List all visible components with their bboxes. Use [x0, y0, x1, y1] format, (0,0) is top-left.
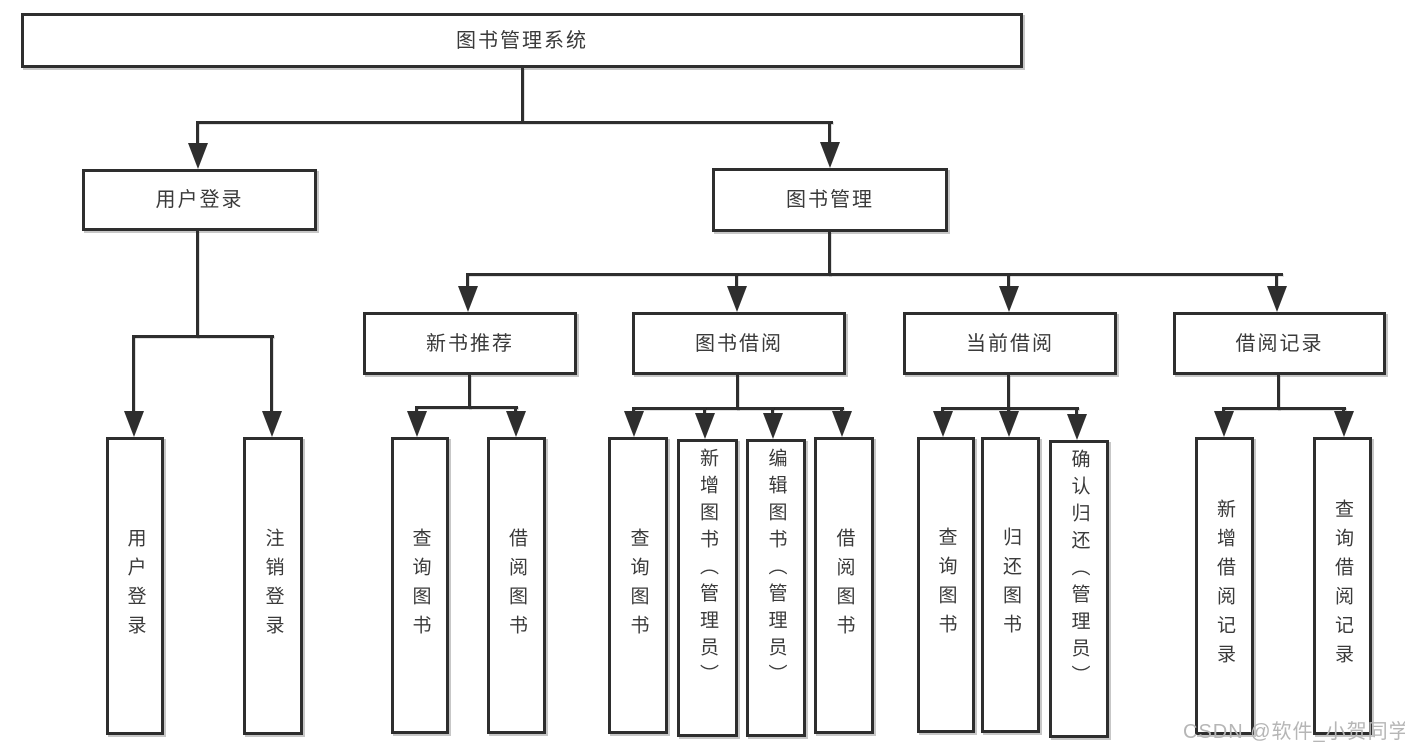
arrowhead-down-icon [262, 411, 282, 437]
connector-line [942, 407, 1079, 410]
node-edit-books-admin-label: 编辑图书（管理员） [765, 448, 787, 691]
node-confirm-return-admin-label: 确认归还（管理员） [1068, 449, 1090, 692]
connector-line [196, 231, 199, 338]
connector-line [468, 375, 471, 409]
node-edit-books-admin: 编辑图书（管理员） [746, 439, 806, 737]
connector-line [466, 273, 469, 289]
node-book-management: 图书管理 [712, 168, 948, 232]
arrowhead-down-icon [407, 411, 427, 437]
arrowhead-down-icon [933, 411, 953, 437]
connector-line [132, 335, 135, 413]
node-borrow-books-borrow-label: 借阅图书 [833, 527, 855, 644]
node-query-books-current-label: 查询图书 [935, 527, 957, 643]
connector-line [467, 273, 1283, 276]
node-new-book-recommend: 新书推荐 [363, 312, 577, 375]
connector-line [1075, 407, 1078, 417]
connector-line [196, 121, 199, 145]
node-book-borrow-label: 图书借阅 [695, 332, 783, 355]
node-add-borrow-record: 新增借阅记录 [1195, 437, 1254, 735]
arrowhead-down-icon [1067, 414, 1087, 440]
connector-line [828, 121, 831, 144]
arrowhead-down-icon [188, 143, 208, 169]
node-add-books-admin-label: 新增图书（管理员） [697, 448, 718, 691]
node-query-books-recommend-label: 查询图书 [409, 527, 431, 644]
connector-line [735, 273, 738, 289]
arrowhead-down-icon [458, 286, 478, 312]
node-add-borrow-record-label: 新增借阅记录 [1214, 499, 1235, 673]
connector-line [1007, 273, 1010, 289]
connector-line [521, 68, 524, 123]
arrowhead-down-icon [1334, 411, 1354, 437]
node-user-login: 用户登录 [82, 169, 317, 231]
node-return-books-label: 归还图书 [1000, 527, 1021, 643]
node-borrow-books-borrow: 借阅图书 [814, 437, 874, 734]
node-book-borrow: 图书借阅 [632, 312, 846, 375]
node-add-books-admin: 新增图书（管理员） [677, 439, 738, 737]
node-book-management-label: 图书管理 [786, 189, 874, 211]
node-borrow-books-recommend-label: 借阅图书 [506, 527, 527, 644]
connector-line [703, 407, 706, 416]
arrowhead-down-icon [506, 411, 526, 437]
node-current-borrow-label: 当前借阅 [966, 332, 1054, 355]
node-logout: 注销登录 [243, 437, 303, 735]
node-user-login-label: 用户登录 [155, 189, 244, 211]
arrowhead-down-icon [1214, 411, 1234, 437]
node-user-login-leaf-label: 用户登录 [124, 528, 146, 644]
node-user-login-leaf: 用户登录 [106, 437, 164, 735]
node-logout-label: 注销登录 [262, 528, 284, 644]
arrowhead-down-icon [624, 411, 644, 437]
connector-line [828, 232, 831, 276]
connector-line [736, 375, 739, 410]
node-confirm-return-admin: 确认归还（管理员） [1049, 440, 1109, 738]
connector-line [633, 407, 844, 410]
node-return-books: 归还图书 [981, 437, 1040, 733]
node-current-borrow: 当前借阅 [903, 312, 1117, 375]
node-query-books-borrow-label: 查询图书 [627, 527, 649, 644]
connector-line [133, 335, 274, 338]
node-query-books-current: 查询图书 [917, 437, 975, 733]
connector-line [1277, 375, 1280, 410]
connector-line [270, 335, 273, 413]
node-query-borrow-record: 查询借阅记录 [1313, 437, 1372, 735]
arrowhead-down-icon [124, 411, 144, 437]
node-query-borrow-record-label: 查询借阅记录 [1332, 499, 1353, 673]
arrowhead-down-icon [727, 286, 747, 312]
node-query-books-borrow: 查询图书 [608, 437, 668, 734]
connector-line [1223, 407, 1346, 410]
node-root: 图书管理系统 [21, 13, 1023, 68]
node-borrow-books-recommend: 借阅图书 [487, 437, 546, 734]
arrowhead-down-icon [832, 411, 852, 437]
connector-line [514, 406, 517, 415]
arrowhead-down-icon [1267, 286, 1287, 312]
connector-line [416, 406, 518, 409]
arrowhead-down-icon [820, 142, 840, 168]
arrowhead-down-icon [999, 411, 1019, 437]
node-root-label: 图书管理系统 [456, 29, 588, 52]
connector-line [197, 121, 833, 124]
connector-line [1275, 273, 1278, 289]
connector-line [415, 406, 418, 415]
connector-line [1007, 375, 1010, 410]
arrowhead-down-icon [763, 413, 783, 439]
node-borrow-records: 借阅记录 [1173, 312, 1386, 375]
node-new-book-recommend-label: 新书推荐 [426, 332, 514, 355]
arrowhead-down-icon [695, 413, 715, 439]
connector-line [771, 407, 774, 416]
node-borrow-records-label: 借阅记录 [1235, 332, 1324, 355]
watermark: CSDN @软件_小贺同学 [1183, 721, 1405, 743]
arrowhead-down-icon [999, 286, 1019, 312]
node-query-books-recommend: 查询图书 [391, 437, 449, 734]
